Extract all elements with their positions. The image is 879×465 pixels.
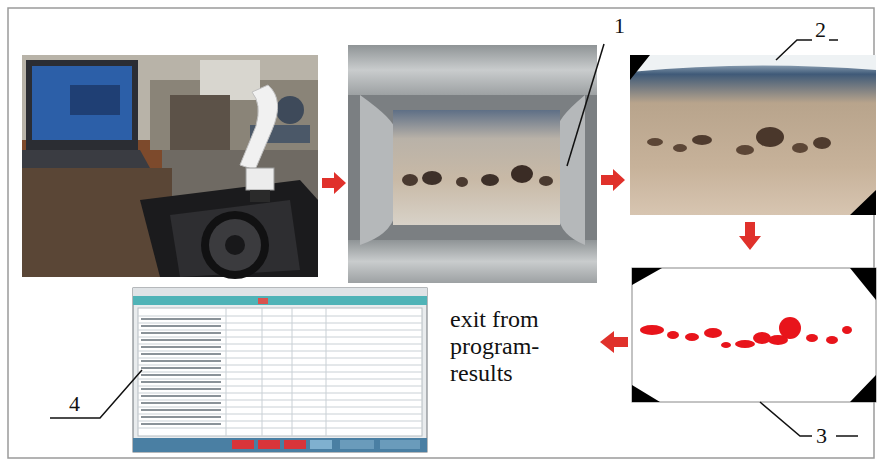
leader-line [776,40,838,60]
flow-arrow [601,169,625,191]
callout-number: 1 [611,14,628,38]
results-screenshot [133,288,427,452]
zoomed-surface-photo [630,55,876,215]
leader-line [836,435,858,437]
callout-number: 3 [813,424,830,448]
flow-arrow [322,172,346,194]
leader-line [50,370,142,418]
flow-note: exit from program- results [450,306,590,387]
callout-number: 4 [66,392,83,416]
setup-photo [22,55,318,279]
flow-arrow [739,222,761,250]
leader-line [760,402,812,436]
segmented-image [632,268,876,402]
callout-number: 2 [812,18,829,42]
flow-arrow [600,331,628,353]
gear-tooth-photo [348,45,597,283]
leader-line [567,44,604,166]
